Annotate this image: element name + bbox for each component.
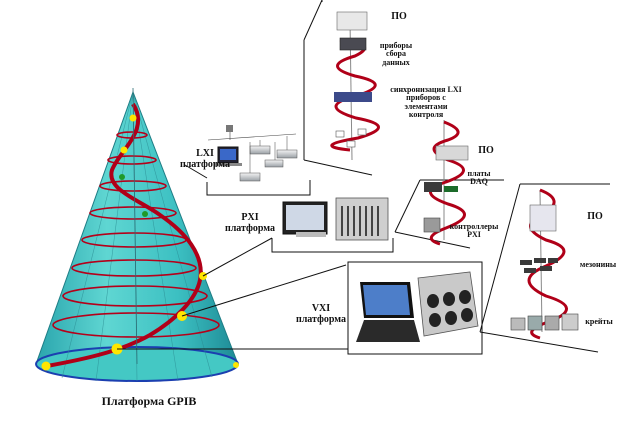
spiral-lxi-software <box>330 11 380 161</box>
daq-boards-label: платы DAQ <box>467 169 491 187</box>
gpib-cone <box>35 87 239 382</box>
software-label-3: ПО <box>587 211 603 222</box>
cone-axis <box>132 87 138 365</box>
vxi-setup <box>347 261 483 355</box>
pxi-controllers-label: контроллеры PXI <box>449 222 499 240</box>
software-label-1: ПО <box>391 11 407 22</box>
spiral-pxi-software <box>423 120 469 246</box>
lxi-platform-label: LXI платформа <box>179 148 231 170</box>
gpib-platform-label: Платформа GPIB <box>101 394 197 408</box>
vxi-platform-label: VXI платформа <box>295 303 347 325</box>
pxi-platform-label: PXI платформа <box>224 212 276 234</box>
spiral-vxi-software <box>510 188 579 340</box>
pxi-setup <box>271 197 394 253</box>
cone-spiral <box>46 102 203 368</box>
crates-label: крейты <box>585 317 613 326</box>
lxi-setup <box>206 125 311 196</box>
software-label-2: ПО <box>478 145 494 156</box>
data-acquisition-label: приборы сбора данных <box>379 41 413 67</box>
mezzanines-label: мезонины <box>579 260 617 269</box>
connector-lines <box>117 0 610 353</box>
lxi-sync-label: синхронизация LXI приборов с элементами … <box>390 85 462 120</box>
